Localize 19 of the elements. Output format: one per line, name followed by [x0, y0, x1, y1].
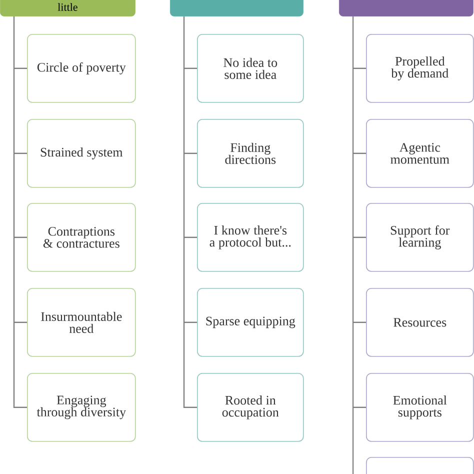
theme-box: Rooted in occupation [197, 373, 304, 442]
theme-box: No idea to some idea [197, 34, 304, 103]
theme-box: Contraptions & contractures [27, 203, 136, 272]
header-box [170, 0, 304, 16]
theme-box: Engaging through diversity [27, 373, 136, 442]
theme-box [366, 457, 474, 474]
theme-box: Sparse equipping [197, 288, 304, 357]
theme-box: I know there's a protocol but... [197, 203, 304, 272]
theme-box: Circle of poverty [27, 34, 136, 103]
theme-box: Resources [366, 288, 474, 357]
theme-box: Emotional supports [366, 373, 474, 442]
header-box [339, 0, 474, 16]
theme-box: Agentic momentum [366, 119, 474, 188]
theme-box: Finding directions [197, 119, 304, 188]
header-box: little [0, 0, 136, 16]
theme-box: Insurmountable need [27, 288, 136, 357]
theme-box: Strained system [27, 119, 136, 188]
theme-box: Support for learning [366, 203, 474, 272]
theme-box: Propelled by demand [366, 34, 474, 103]
